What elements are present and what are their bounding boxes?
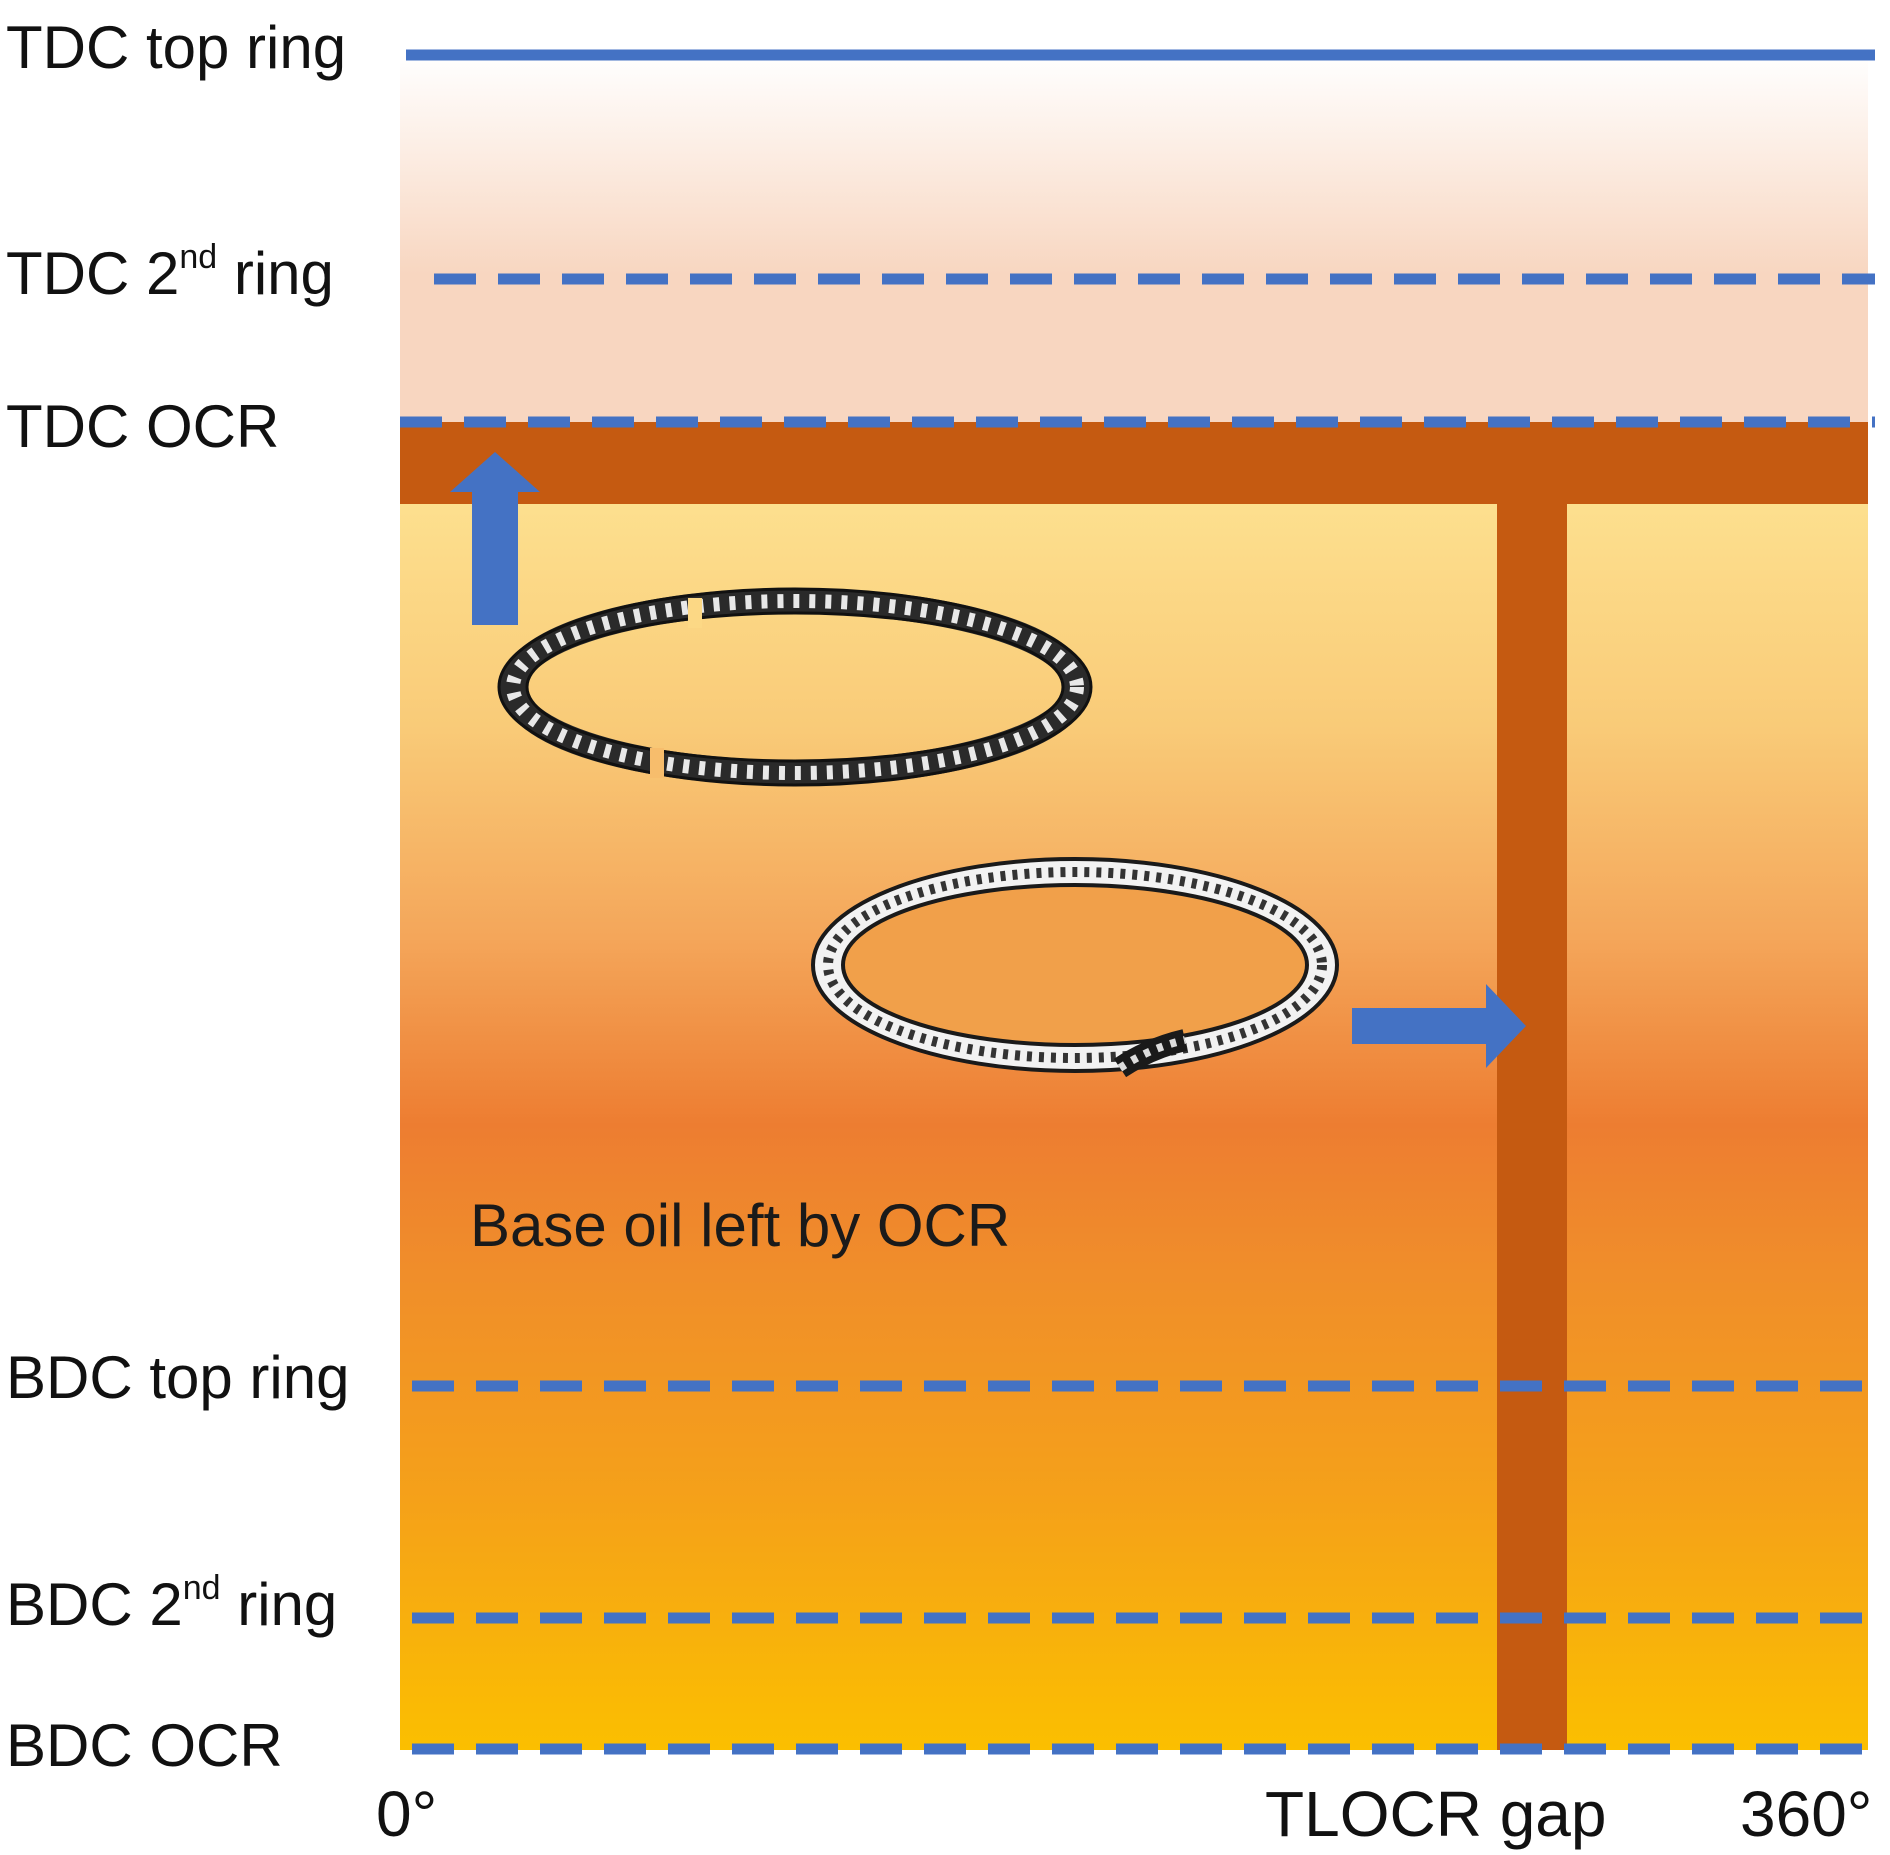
bdc-2nd-ring-post: ring (220, 1571, 338, 1638)
up-arrow-icon (450, 452, 540, 625)
upper-zone (400, 275, 1868, 423)
bdc-2nd-ring-sup: nd (182, 1569, 221, 1607)
bdc-2nd-ring-pre: BDC 2 (6, 1571, 183, 1638)
tdc-2nd-ring-pre: TDC 2 (6, 240, 180, 307)
tdc-ocr-label: TDC OCR (6, 393, 280, 460)
oil-band (400, 422, 1868, 504)
bdc-ocr-label: BDC OCR (6, 1712, 283, 1779)
oil-control-ring-icon (497, 587, 1093, 787)
upper-zone-fade (400, 55, 1868, 275)
tdc-2nd-ring-sup: nd (179, 238, 218, 276)
tdc-2nd-ring-label: TDC 2nd ring (6, 240, 334, 304)
bdc-2nd-ring-label: BDC 2nd ring (6, 1571, 337, 1635)
tdc-2nd-ring-post: ring (217, 240, 334, 307)
axis-end-label: 360° (1740, 1778, 1873, 1850)
base-oil-annotation: Base oil left by OCR (470, 1192, 1011, 1259)
tdc-top-ring-label: TDC top ring (6, 14, 347, 81)
axis-start-label: 0° (376, 1778, 438, 1850)
gap-oil-stream (1497, 500, 1567, 1750)
oil-region (400, 500, 1868, 1750)
oil-control-ring-icon (811, 857, 1339, 1078)
right-arrow-icon (1352, 984, 1526, 1068)
bdc-top-ring-label: BDC top ring (6, 1344, 350, 1411)
axis-gap-label: TLOCR gap (1265, 1778, 1607, 1850)
